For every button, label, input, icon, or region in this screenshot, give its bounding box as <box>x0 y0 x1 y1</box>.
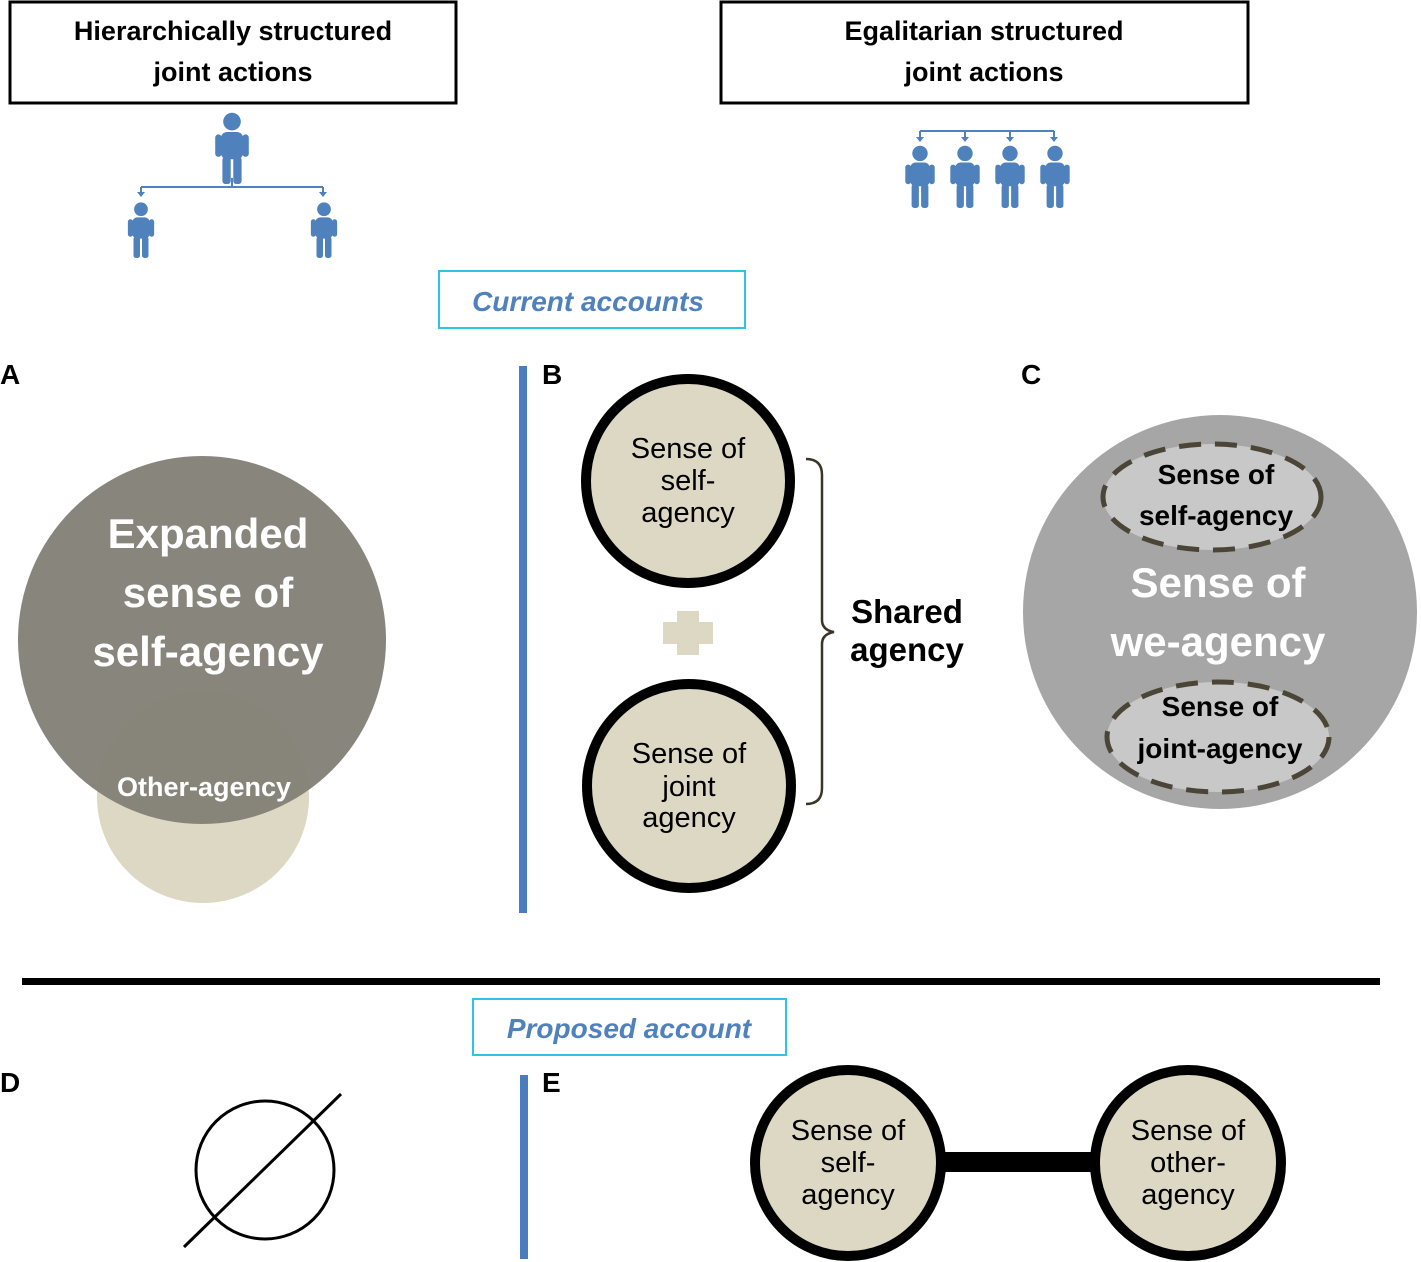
e-left-line1: Sense of <box>791 1115 906 1147</box>
expanded-self-agency-circle <box>18 456 386 824</box>
hierarchy-people-icon <box>127 112 338 258</box>
divider-vertical-bottom <box>520 1075 528 1259</box>
we-agency-line2: we-agency <box>1110 618 1326 665</box>
e-left-line2: self- <box>821 1147 876 1179</box>
e-right-line1: Sense of <box>1131 1115 1246 1147</box>
shared-agency-line1: Shared <box>851 593 963 630</box>
expanded-label-line2: sense of <box>123 569 294 616</box>
plus-icon <box>663 611 713 655</box>
panel-a-letter: A <box>0 359 20 390</box>
other-agency-label: Other-agency <box>117 772 291 802</box>
egalitarian-box <box>719 0 1250 105</box>
self-agency-circle-e <box>750 1065 946 1261</box>
c-top-line1: Sense of <box>1158 459 1275 490</box>
section-separator <box>22 978 1380 985</box>
self-agency-circle-b <box>581 374 795 588</box>
we-agency-line1: Sense of <box>1130 559 1306 606</box>
expanded-label-line1: Expanded <box>108 510 309 557</box>
proposed-account-label: Proposed account <box>507 1013 753 1044</box>
panel-c-letter: C <box>1021 359 1041 390</box>
panel-b-letter: B <box>542 359 562 390</box>
b-bottom-line1: Sense of <box>632 738 747 770</box>
empty-set-icon <box>182 1092 343 1249</box>
hierarchical-title-line1: Hierarchically structured <box>74 16 392 46</box>
current-accounts-box <box>438 270 746 329</box>
e-right-line3: agency <box>1141 1179 1235 1211</box>
panel-e-letter: E <box>542 1067 561 1098</box>
joint-agency-ellipse-c <box>1104 679 1332 795</box>
hierarchical-title-line2: joint actions <box>152 57 312 87</box>
c-top-line2: self-agency <box>1139 500 1293 531</box>
b-top-line2: self- <box>661 465 716 497</box>
e-left-line3: agency <box>801 1179 895 1211</box>
shared-agency-brace <box>805 457 835 806</box>
c-bottom-line1: Sense of <box>1162 691 1279 722</box>
b-top-line3: agency <box>641 497 735 529</box>
divider-vertical-top <box>519 366 527 913</box>
hierarchical-box <box>8 0 458 105</box>
self-agency-ellipse-c <box>1100 441 1324 553</box>
e-right-line2: other- <box>1150 1147 1226 1179</box>
egalitarian-title-line2: joint actions <box>903 57 1063 87</box>
egalitarian-title-line1: Egalitarian structured <box>844 16 1123 46</box>
proposed-account-box <box>472 998 787 1056</box>
joint-agency-circle-b <box>582 679 796 893</box>
egalitarian-people-icon <box>905 130 1070 208</box>
other-agency-circle-e <box>1090 1065 1286 1261</box>
b-top-line1: Sense of <box>631 433 746 465</box>
shared-agency-line2: agency <box>850 631 964 668</box>
b-bottom-line3: agency <box>642 802 736 834</box>
current-accounts-label: Current accounts <box>472 286 704 317</box>
b-bottom-line2: joint <box>661 771 715 803</box>
panel-d-letter: D <box>0 1067 20 1098</box>
expanded-label-line3: self-agency <box>92 628 324 675</box>
connector-bar <box>930 1152 1100 1172</box>
c-bottom-line2: joint-agency <box>1137 733 1303 764</box>
